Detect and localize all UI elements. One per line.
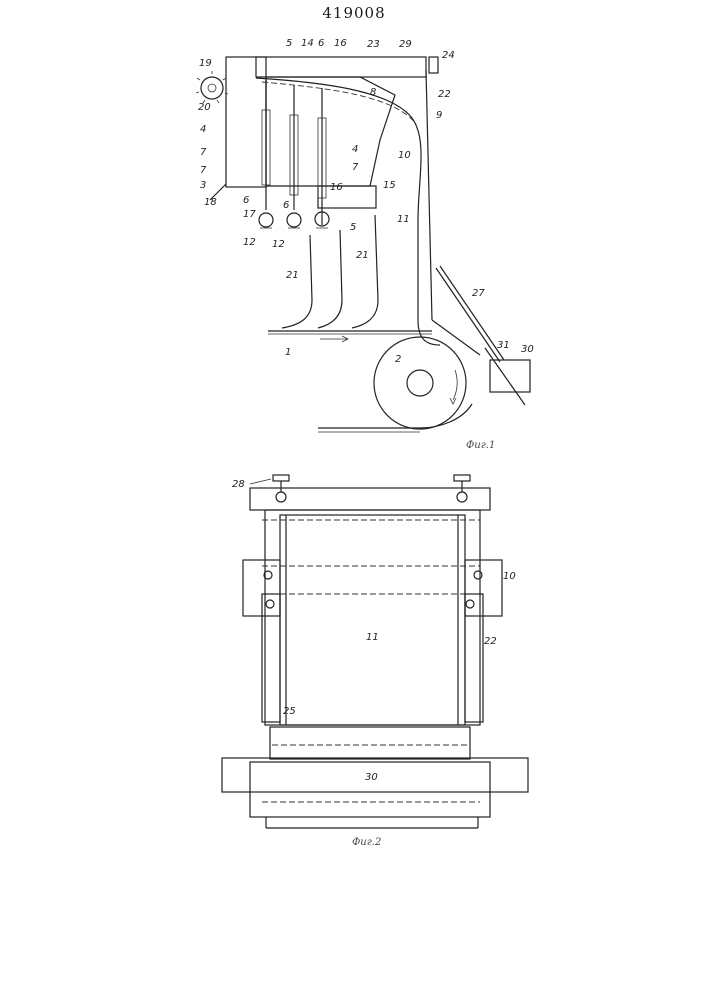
label-1: 1 [285,347,291,358]
label-6: 6 [318,38,324,49]
label-30: 30 [365,772,378,783]
label-7c: 7 [352,162,359,173]
label-16: 16 [330,182,343,193]
label-17: 17 [243,209,256,220]
label-12: 12 [272,239,285,250]
label-29: 29 [399,39,412,50]
roller-30 [250,762,490,817]
figure-1-caption: Фиг.1 [466,440,495,451]
label-5: 5 [286,38,292,49]
label-20: 20 [198,102,211,113]
base-15 [318,186,376,208]
label-4: 4 [200,124,206,135]
label-27: 27 [472,288,485,299]
label-24: 24 [442,50,455,61]
label-22: 22 [438,89,451,100]
label-2: 2 [395,354,401,365]
figure-1: 19 20 4 7 7 3 18 6 17 12 12 5 14 6 16 23… [196,38,534,451]
label-7: 7 [200,147,207,158]
bracket-24 [429,57,438,73]
label-9: 9 [436,110,442,121]
figure-2: 28 10 11 22 25 30 Фиг.2 [222,475,528,848]
label-6c: 6 [283,200,289,211]
label-5: 5 [350,222,356,233]
top-beam [256,57,426,77]
label-10: 10 [503,571,516,582]
gauge-icon [287,213,301,227]
label-28: 28 [232,479,245,490]
label-23: 23 [367,39,380,50]
label-31: 31 [497,340,510,351]
label-11: 11 [366,632,379,643]
strip-21b [318,230,342,328]
figure-2-caption: Фиг.2 [352,837,381,848]
label-6: 6 [243,195,249,206]
knife-block-30 [490,360,530,392]
label-16: 16 [334,38,347,49]
film-panel-11 [280,515,465,725]
label-7: 7 [200,165,207,176]
label-11: 11 [397,214,410,225]
frame-outer [265,510,480,725]
label-18: 18 [204,197,217,208]
label-30: 30 [521,344,534,355]
strip-21a [282,235,312,328]
gauge-icon [259,213,273,227]
label-22: 22 [484,636,497,647]
screw-head-28 [454,475,470,481]
label-14: 14 [301,38,314,49]
label-19: 19 [199,58,212,69]
label-25: 25 [283,706,296,717]
label-4b: 4 [352,144,358,155]
label-10: 10 [398,150,411,161]
label-15: 15 [383,180,396,191]
screw-head-28 [273,475,289,481]
label-8: 8 [370,87,376,98]
label-3: 3 [200,180,206,191]
drum-2 [374,337,466,429]
film-path [256,78,440,345]
label-21: 21 [286,270,299,281]
label-21: 21 [356,250,369,261]
label-12: 12 [243,237,256,248]
gear-icon [196,71,228,103]
lever-27 [436,268,500,362]
clamp-bar [270,727,470,759]
